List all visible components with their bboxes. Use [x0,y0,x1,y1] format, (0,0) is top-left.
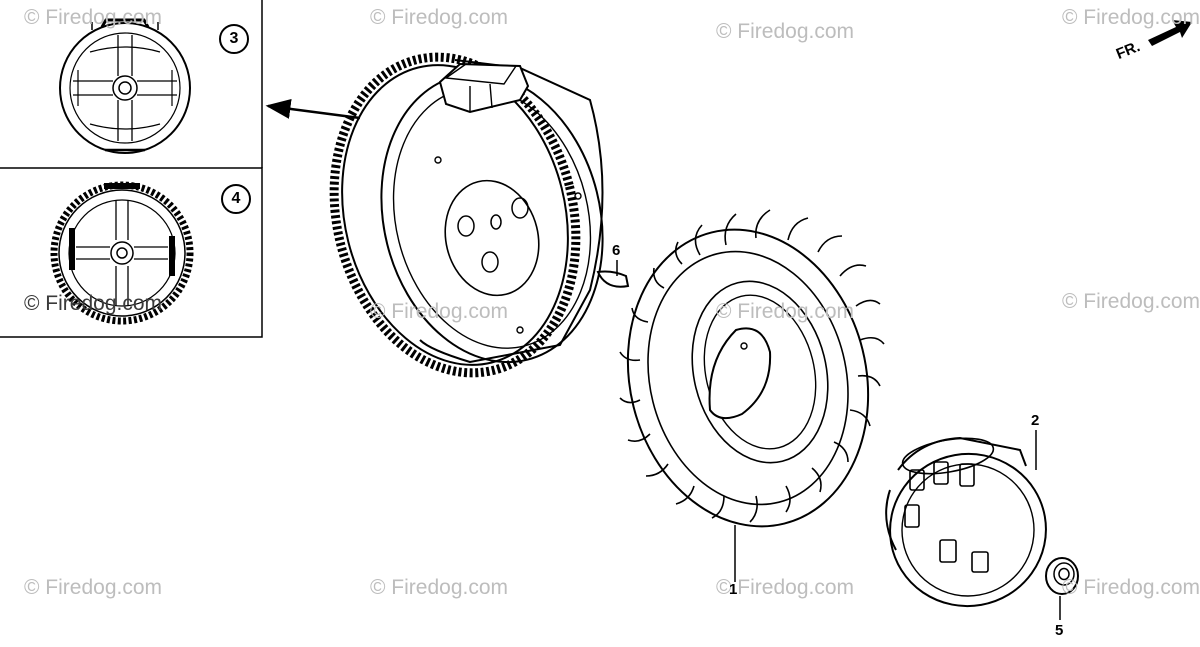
flange-nut [1045,557,1079,595]
inset-panel-frames [0,0,263,338]
watermark: © Firedog.com [716,576,855,599]
watermark: © Firedog.com [370,6,509,29]
watermark: © Firedog.com [370,576,509,599]
flywheel [329,52,604,378]
part-callout-6: 6 [612,242,621,259]
leader-lines [616,260,1061,620]
watermark: © Firedog.com [716,20,855,43]
inset-callout-4: 4 [221,184,251,214]
watermark: © Firedog.com [1062,576,1200,599]
woodruff-key [596,270,630,288]
reference-arrow [265,98,361,120]
watermark: © Firedog.com [24,292,163,315]
watermark: © Firedog.com [1062,290,1200,313]
part-callout-1: 1 [729,581,738,598]
part-callout-5: 5 [1055,622,1064,639]
inset-callout-3: 3 [219,24,249,54]
inset-flywheel-variant-4 [50,181,194,325]
starter-pulley [885,436,1047,608]
watermark: © Firedog.com [24,576,163,599]
front-direction-arrow-icon [1148,20,1192,46]
watermark: © Firedog.com [1062,6,1200,29]
watermark: © Firedog.com [24,6,163,29]
part-callout-2: 2 [1031,412,1040,429]
cooling-fan [619,209,885,528]
inset-flywheel-variant-3 [59,18,191,154]
watermark: © Firedog.com [370,300,509,323]
watermark: © Firedog.com [716,300,855,323]
